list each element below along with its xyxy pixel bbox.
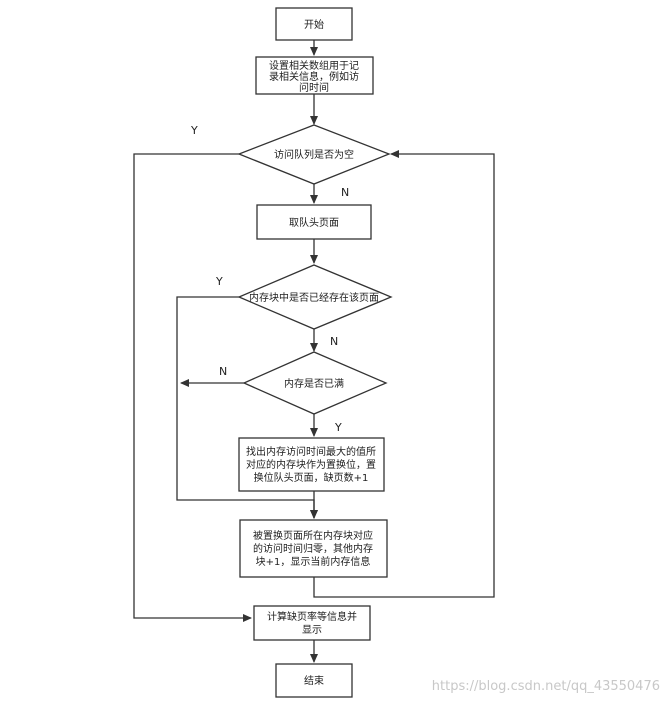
edge-label-inmem-yes: Y <box>215 275 223 288</box>
edge-reset-queue <box>313 150 495 598</box>
watermark: https://blog.csdn.net/qq_43550476 <box>432 679 660 694</box>
node-start <box>275 7 353 41</box>
edge-label-inmem-no: N <box>330 335 338 348</box>
node-reset <box>239 519 388 578</box>
label-calc-2: 显示 <box>302 624 322 636</box>
connectors <box>133 40 495 663</box>
node-calc <box>253 605 371 641</box>
node-take-head <box>256 204 372 240</box>
label-end: 结束 <box>304 674 324 687</box>
label-init-2: 录相关信息，例如访 <box>269 70 359 83</box>
node-memory-full <box>242 351 388 415</box>
node-find-max <box>238 437 385 492</box>
node-labels: 开始 设置相关数组用于记 录相关信息，例如访 问时间 访问队列是否为空 取队头页… <box>246 18 379 687</box>
edge-label-queue-no: N <box>341 186 349 199</box>
label-init-3: 问时间 <box>299 81 329 94</box>
label-find-max-3: 换位队头页面，缺页数+1 <box>254 471 369 484</box>
label-find-max-1: 找出内存访问时间最大的值所 <box>246 445 376 458</box>
node-in-memory <box>237 264 393 330</box>
node-end <box>275 663 353 698</box>
label-calc-1: 计算缺页率等信息并 <box>267 610 357 623</box>
edge-label-full-yes: Y <box>334 421 342 434</box>
edge-label-full-no: N <box>219 365 227 378</box>
label-reset-3: 块+1，显示当前内存信息 <box>256 555 371 568</box>
label-queue-empty: 访问队列是否为空 <box>274 148 354 161</box>
node-queue-empty <box>237 124 391 185</box>
edge-queue-calc <box>133 153 252 622</box>
edge-label-queue-yes: Y <box>190 124 198 137</box>
label-start: 开始 <box>304 18 324 31</box>
label-memory-full: 内存是否已满 <box>284 377 344 390</box>
label-reset-1: 被置换页面所在内存块对应 <box>253 529 373 542</box>
label-reset-2: 的访问时间归零，其他内存 <box>253 542 373 555</box>
label-init-1: 设置相关数组用于记 <box>269 59 359 72</box>
shapes <box>237 7 393 698</box>
node-init <box>255 56 374 95</box>
label-in-memory: 内存块中是否已经存在该页面 <box>249 291 379 304</box>
label-find-max-2: 对应的内存块作为置换位，置 <box>246 458 376 471</box>
edge-labels: Y N Y N N Y <box>190 124 349 434</box>
label-take-head: 取队头页面 <box>289 216 339 229</box>
